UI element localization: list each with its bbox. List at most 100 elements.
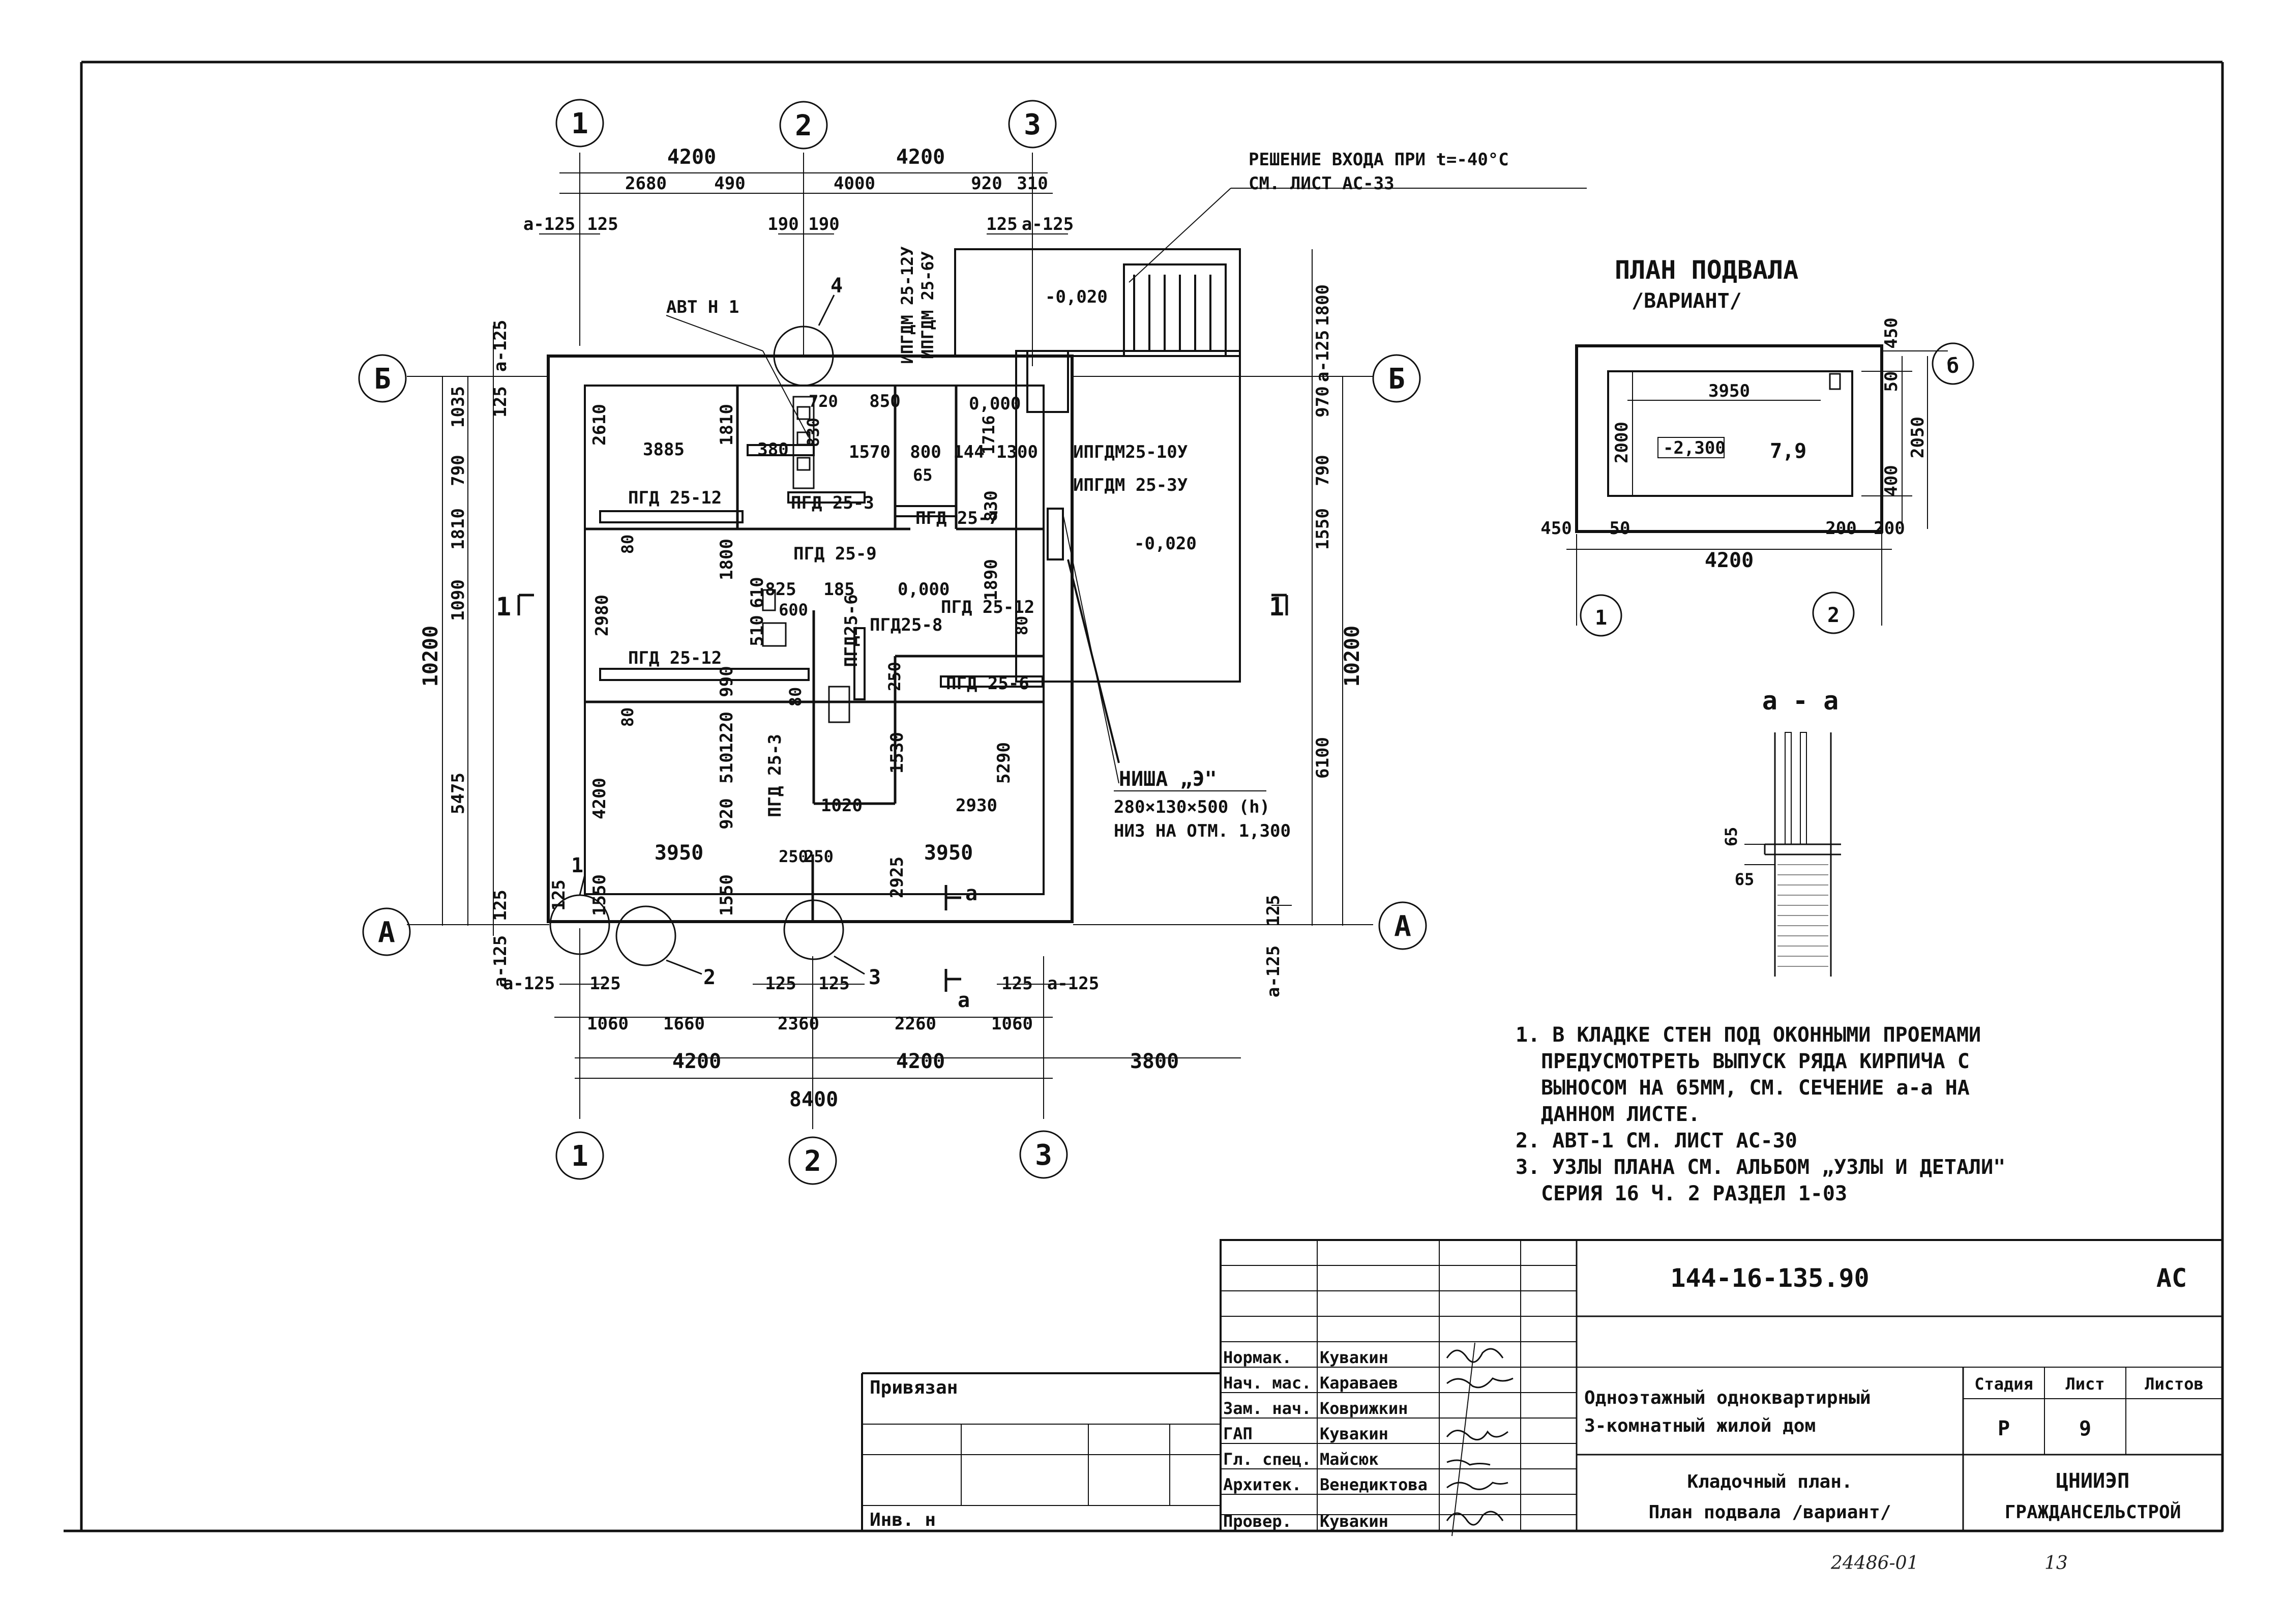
dim-left-1035: 1035 xyxy=(448,386,468,428)
dim-top-4000: 4000 xyxy=(834,173,875,194)
dim-left-1810: 1810 xyxy=(448,508,468,550)
lintel-ipgdm-10u: ИПГДМ25-10У xyxy=(1073,442,1188,462)
axis-bubble-left-b xyxy=(358,354,407,403)
lintel-pgd-8: ПГД25-8 xyxy=(870,615,942,635)
outer-walls xyxy=(547,355,1074,923)
note-line-5: 2. АВТ-1 СМ. ЛИСТ АС-30 xyxy=(1516,1129,1797,1153)
dim-top-190-b: 190 xyxy=(808,214,839,234)
axis-labels: 1 2 3 1 2 3 Б А Б А xyxy=(374,107,1411,1178)
inner-dim-600: 600 xyxy=(779,600,808,619)
inner-dim-1300: 1300 xyxy=(996,442,1038,462)
inner-dim-80-a: 80 xyxy=(618,535,637,554)
org-name-line1: ЦНИИЭП xyxy=(2056,1469,2130,1493)
note-line-4: ДАННОМ ЛИСТЕ. xyxy=(1541,1103,1700,1126)
inner-dim-3950-b: 3950 xyxy=(924,841,973,865)
role-nach-mas: Нач. мас. xyxy=(1223,1373,1311,1393)
niche-note-title: НИША „Э" xyxy=(1119,767,1217,791)
axis-left-a: А xyxy=(378,916,395,949)
inner-dim-1550-a: 1550 xyxy=(717,874,737,916)
dim-top-2680: 2680 xyxy=(625,173,667,194)
role-arhitek: Архитек. xyxy=(1223,1475,1301,1494)
dim-bot-2260: 2260 xyxy=(895,1014,936,1034)
name-gl-spec: Майсюк xyxy=(1320,1450,1379,1469)
axis-right-a: А xyxy=(1394,910,1411,943)
axis-bubble-top-3 xyxy=(1008,100,1057,149)
lintel-ipgdm-6u: ИПГДМ 25-6У xyxy=(918,251,937,359)
section-1-right: 1 xyxy=(1269,592,1284,622)
archive-page: 13 xyxy=(2044,1553,2068,1574)
inner-dim-3950-a: 3950 xyxy=(655,841,703,865)
dim-top-125-a: 125 xyxy=(587,214,618,234)
note-line-3: ВЫНОСОМ НА 65ММ, СМ. СЕЧЕНИЕ а-а НА xyxy=(1541,1076,1970,1100)
building-line1: Одноэтажный одноквартирный xyxy=(1584,1387,1871,1408)
dim-bot-125-b: 125 xyxy=(765,973,796,994)
role-gl-spec: Гл. спец. xyxy=(1223,1450,1311,1469)
lintel-pgd-3-a: ПГД 25-3 xyxy=(791,493,874,513)
dim-left-790: 790 xyxy=(448,455,468,486)
lintel-bars xyxy=(599,444,1044,700)
section-aa-texts: а - а 65 65 xyxy=(1722,686,1839,889)
basement-axis-bubble-2 xyxy=(1812,592,1855,634)
inner-dim-920: 920 xyxy=(717,798,737,829)
lintel-pgd-9: ПГД 25-9 xyxy=(793,544,877,564)
inner-dim-830-b: 830 xyxy=(981,490,1001,521)
org-name-line2: ГРАЖДАНСЕЛЬСТРОЙ xyxy=(2005,1501,2181,1523)
axis-bubble-top-1 xyxy=(555,99,604,147)
dim-right-6100: 6100 xyxy=(1313,737,1333,779)
dim-bot-3800: 3800 xyxy=(1130,1050,1179,1073)
role-zam-nach: Зам. нач. xyxy=(1223,1399,1311,1418)
basement-axis-2: 2 xyxy=(1827,604,1840,627)
lintel-ipgdm-3u: ИПГДМ 25-3У xyxy=(1073,475,1188,495)
signature-arhitek xyxy=(1446,1482,1508,1490)
niche-note-size: 280×130×500 (h) xyxy=(1114,797,1270,817)
dimension-lines xyxy=(442,172,1343,1079)
axis-bubble-bottom-3 xyxy=(1019,1130,1068,1179)
dim-right-790: 790 xyxy=(1313,455,1333,486)
signatures xyxy=(1446,1342,1514,1537)
basement-dim-4200: 4200 xyxy=(1705,549,1754,572)
axis-left-b: Б xyxy=(374,363,391,396)
basement-dim-400: 400 xyxy=(1881,465,1902,496)
basement-title: ПЛАН ПОДВАЛА xyxy=(1615,255,1798,285)
name-arhitek: Венедиктова xyxy=(1320,1475,1428,1494)
node-label-1: 1 xyxy=(571,854,583,877)
axis-bubble-left-a xyxy=(362,907,411,956)
inner-dim-1800: 1800 xyxy=(717,539,737,580)
inner-dim-1570: 1570 xyxy=(849,442,891,462)
inner-dim-720: 720 xyxy=(809,392,838,411)
inner-dim-1530: 1530 xyxy=(887,732,907,774)
inner-dim-65: 65 xyxy=(913,465,933,485)
vent-block xyxy=(762,396,850,723)
inner-dim-144: 144 xyxy=(953,442,984,462)
interior-walls xyxy=(585,386,1044,922)
inner-dim-1810: 1810 xyxy=(717,404,737,446)
basement-dim-2000: 2000 xyxy=(1612,422,1632,463)
inner-dim-4200: 4200 xyxy=(589,778,610,819)
axis-top-2: 2 xyxy=(795,109,812,142)
basement-dim-450-h: 450 xyxy=(1540,518,1572,539)
dim-left-125-a: 125 xyxy=(490,386,511,417)
basement-dim-50-h: 50 xyxy=(1610,518,1630,539)
lintel-pgd-12-c: ПГД 25-12 xyxy=(941,597,1034,617)
name-gap: Кувакин xyxy=(1320,1424,1388,1443)
stage-header: Стадия xyxy=(1974,1374,2033,1394)
inner-dim-2610: 2610 xyxy=(589,404,610,446)
name-nach-mas: Караваев xyxy=(1320,1373,1398,1393)
dim-bot-a125-b: а-125 xyxy=(1047,973,1099,994)
signature-gap xyxy=(1446,1430,1508,1441)
node-label-3: 3 xyxy=(869,966,881,989)
dim-bot-2360: 2360 xyxy=(778,1014,819,1034)
sheet-title-line1: Кладочный план. xyxy=(1687,1471,1852,1492)
plan-dimension-texts: 4200 4200 2680 490 4000 920 310 а-125 12… xyxy=(419,145,1509,1111)
signature-prover xyxy=(1446,1511,1504,1526)
niche-note-level: НИЗ НА ОТМ. 1,300 xyxy=(1114,821,1291,841)
basement-dim-50-v: 50 xyxy=(1881,371,1902,392)
lintel-pgd-12-b: ПГД 25-12 xyxy=(628,648,722,668)
note-line-1: 1. В КЛАДКЕ СТЕН ПОД ОКОННЫМИ ПРОЕМАМИ xyxy=(1516,1023,1981,1047)
dim-right-1550: 1550 xyxy=(1313,508,1333,550)
inner-dim-250-a: 250 xyxy=(885,662,904,691)
inner-dim-510-b: 510 xyxy=(717,752,737,783)
avt-label: АВТ Н 1 xyxy=(666,297,739,317)
dim-top-4200-a: 4200 xyxy=(667,145,716,169)
